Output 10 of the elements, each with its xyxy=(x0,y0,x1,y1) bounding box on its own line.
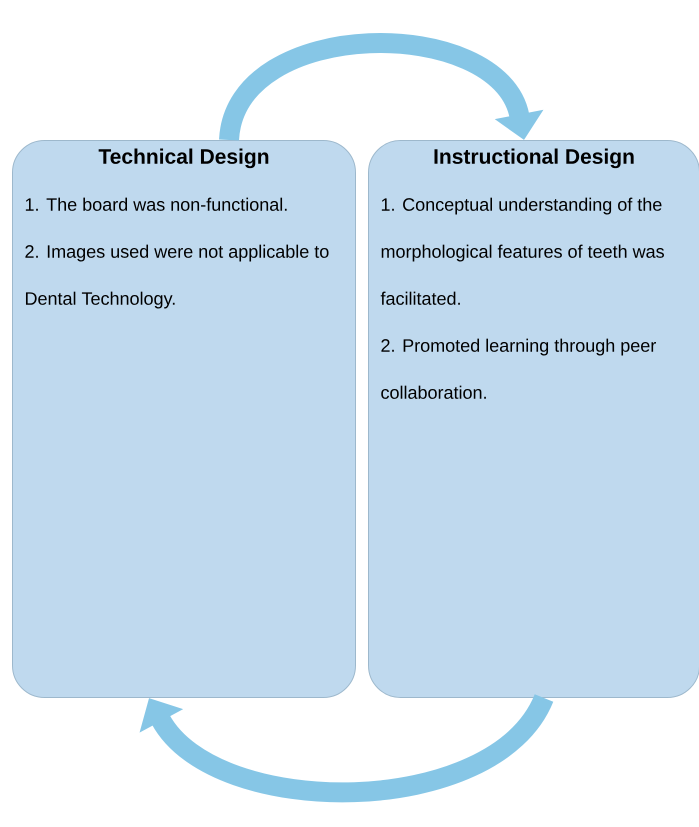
list-item: 1. The board was non-functional. xyxy=(26,198,287,211)
list-item: 2. Images used were not applicable to Dental Technology. xyxy=(25,244,329,308)
list-item: 1. Conceptual understanding of the morphological features of teeth was facilitated. xyxy=(380,198,664,305)
list-item: 2. Promoted learning through peer collaboration. xyxy=(381,338,656,399)
curved-arrow xyxy=(140,692,553,802)
box-title: Technical Design xyxy=(98,148,268,168)
design-box xyxy=(368,140,699,698)
curved-arrow xyxy=(219,33,544,142)
box-title: Instructional Design xyxy=(434,148,634,168)
design-box xyxy=(12,140,356,698)
